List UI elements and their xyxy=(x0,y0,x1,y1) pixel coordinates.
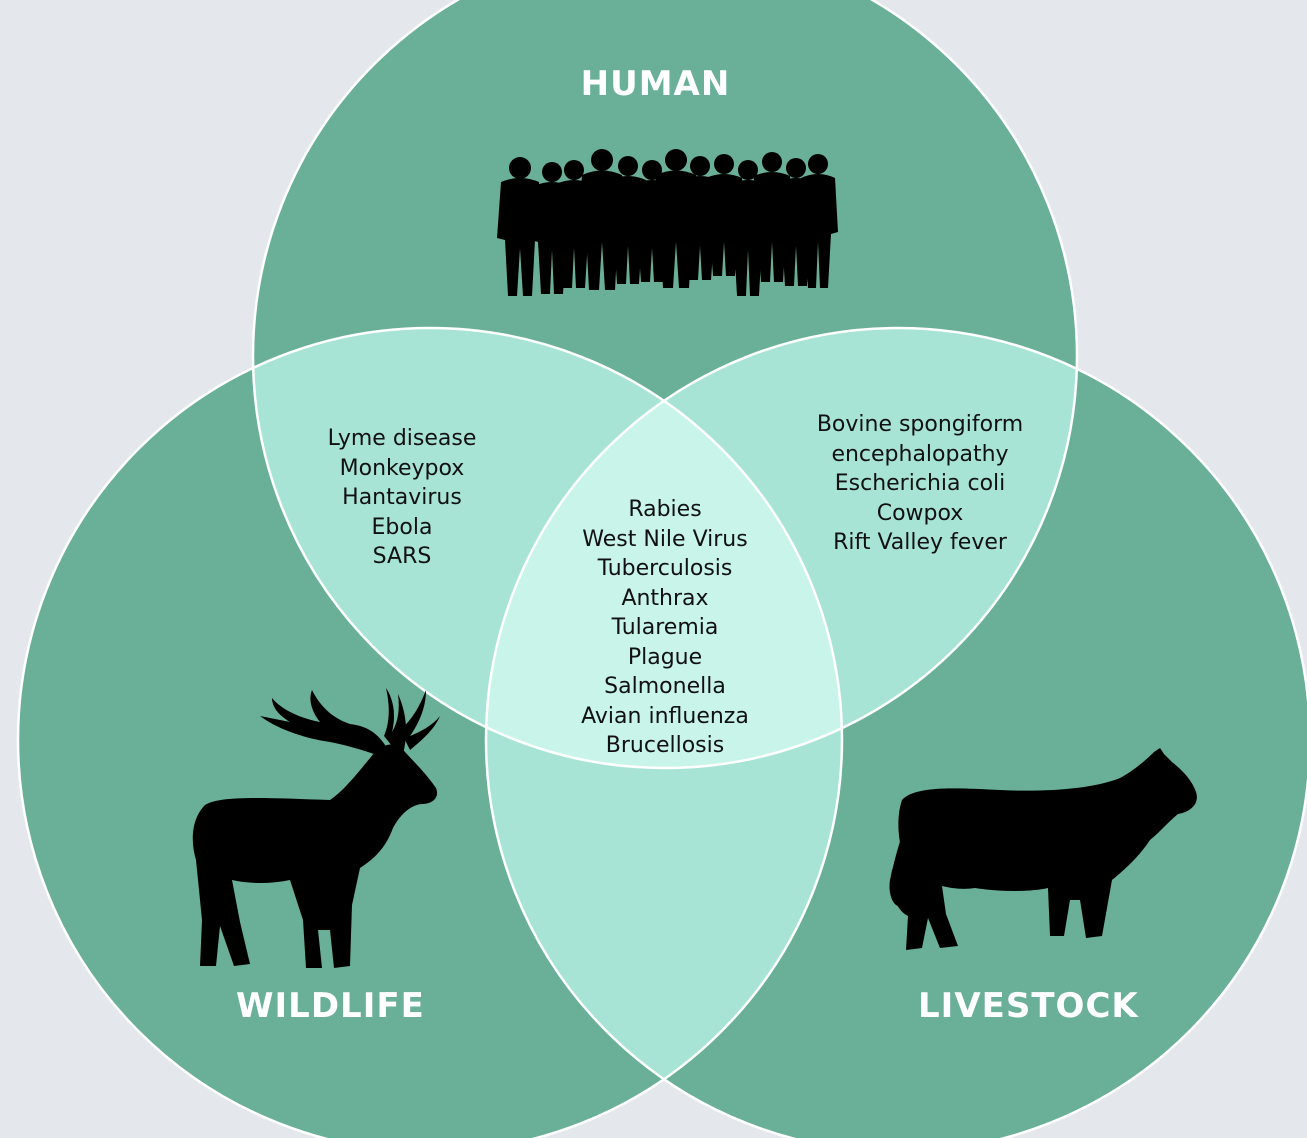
disease-item: Rabies xyxy=(628,497,702,522)
wildlife-label: WILDLIFE xyxy=(236,986,425,1026)
disease-item: SARS xyxy=(372,544,432,569)
disease-item: Tuberculosis xyxy=(597,556,733,581)
center-overlap xyxy=(486,328,842,768)
disease-item: Avian influenza xyxy=(581,703,749,729)
wildlife-outline xyxy=(16,326,844,1138)
disease-item: encephalopathy xyxy=(831,441,1009,467)
human-outline xyxy=(251,0,1079,770)
disease-item: Anthrax xyxy=(621,585,709,611)
disease-item: Salmonella xyxy=(604,674,726,699)
disease-item: Lyme disease xyxy=(327,426,477,451)
disease-item: Brucellosis xyxy=(605,733,725,758)
human-label: HUMAN xyxy=(580,64,731,104)
livestock-label: LIVESTOCK xyxy=(918,986,1139,1026)
cow-silhouette-icon xyxy=(889,748,1197,950)
disease-item: Escherichia coli xyxy=(834,471,1006,496)
disease-item: Rift Valley fever xyxy=(833,530,1007,555)
disease-item: Bovine spongiform xyxy=(816,412,1024,437)
disease-item: Ebola xyxy=(371,514,433,540)
disease-item: Plague xyxy=(627,644,703,670)
disease-item: Cowpox xyxy=(876,500,964,526)
disease-item: Tularemia xyxy=(611,615,719,640)
disease-item: Hantavirus xyxy=(342,485,462,510)
livestock-outline xyxy=(484,326,1307,1138)
disease-item: West Nile Virus xyxy=(582,526,748,552)
elk-silhouette-icon xyxy=(192,688,440,968)
crowd-silhouette-icon xyxy=(497,149,838,296)
disease-item: Monkeypox xyxy=(339,455,465,481)
